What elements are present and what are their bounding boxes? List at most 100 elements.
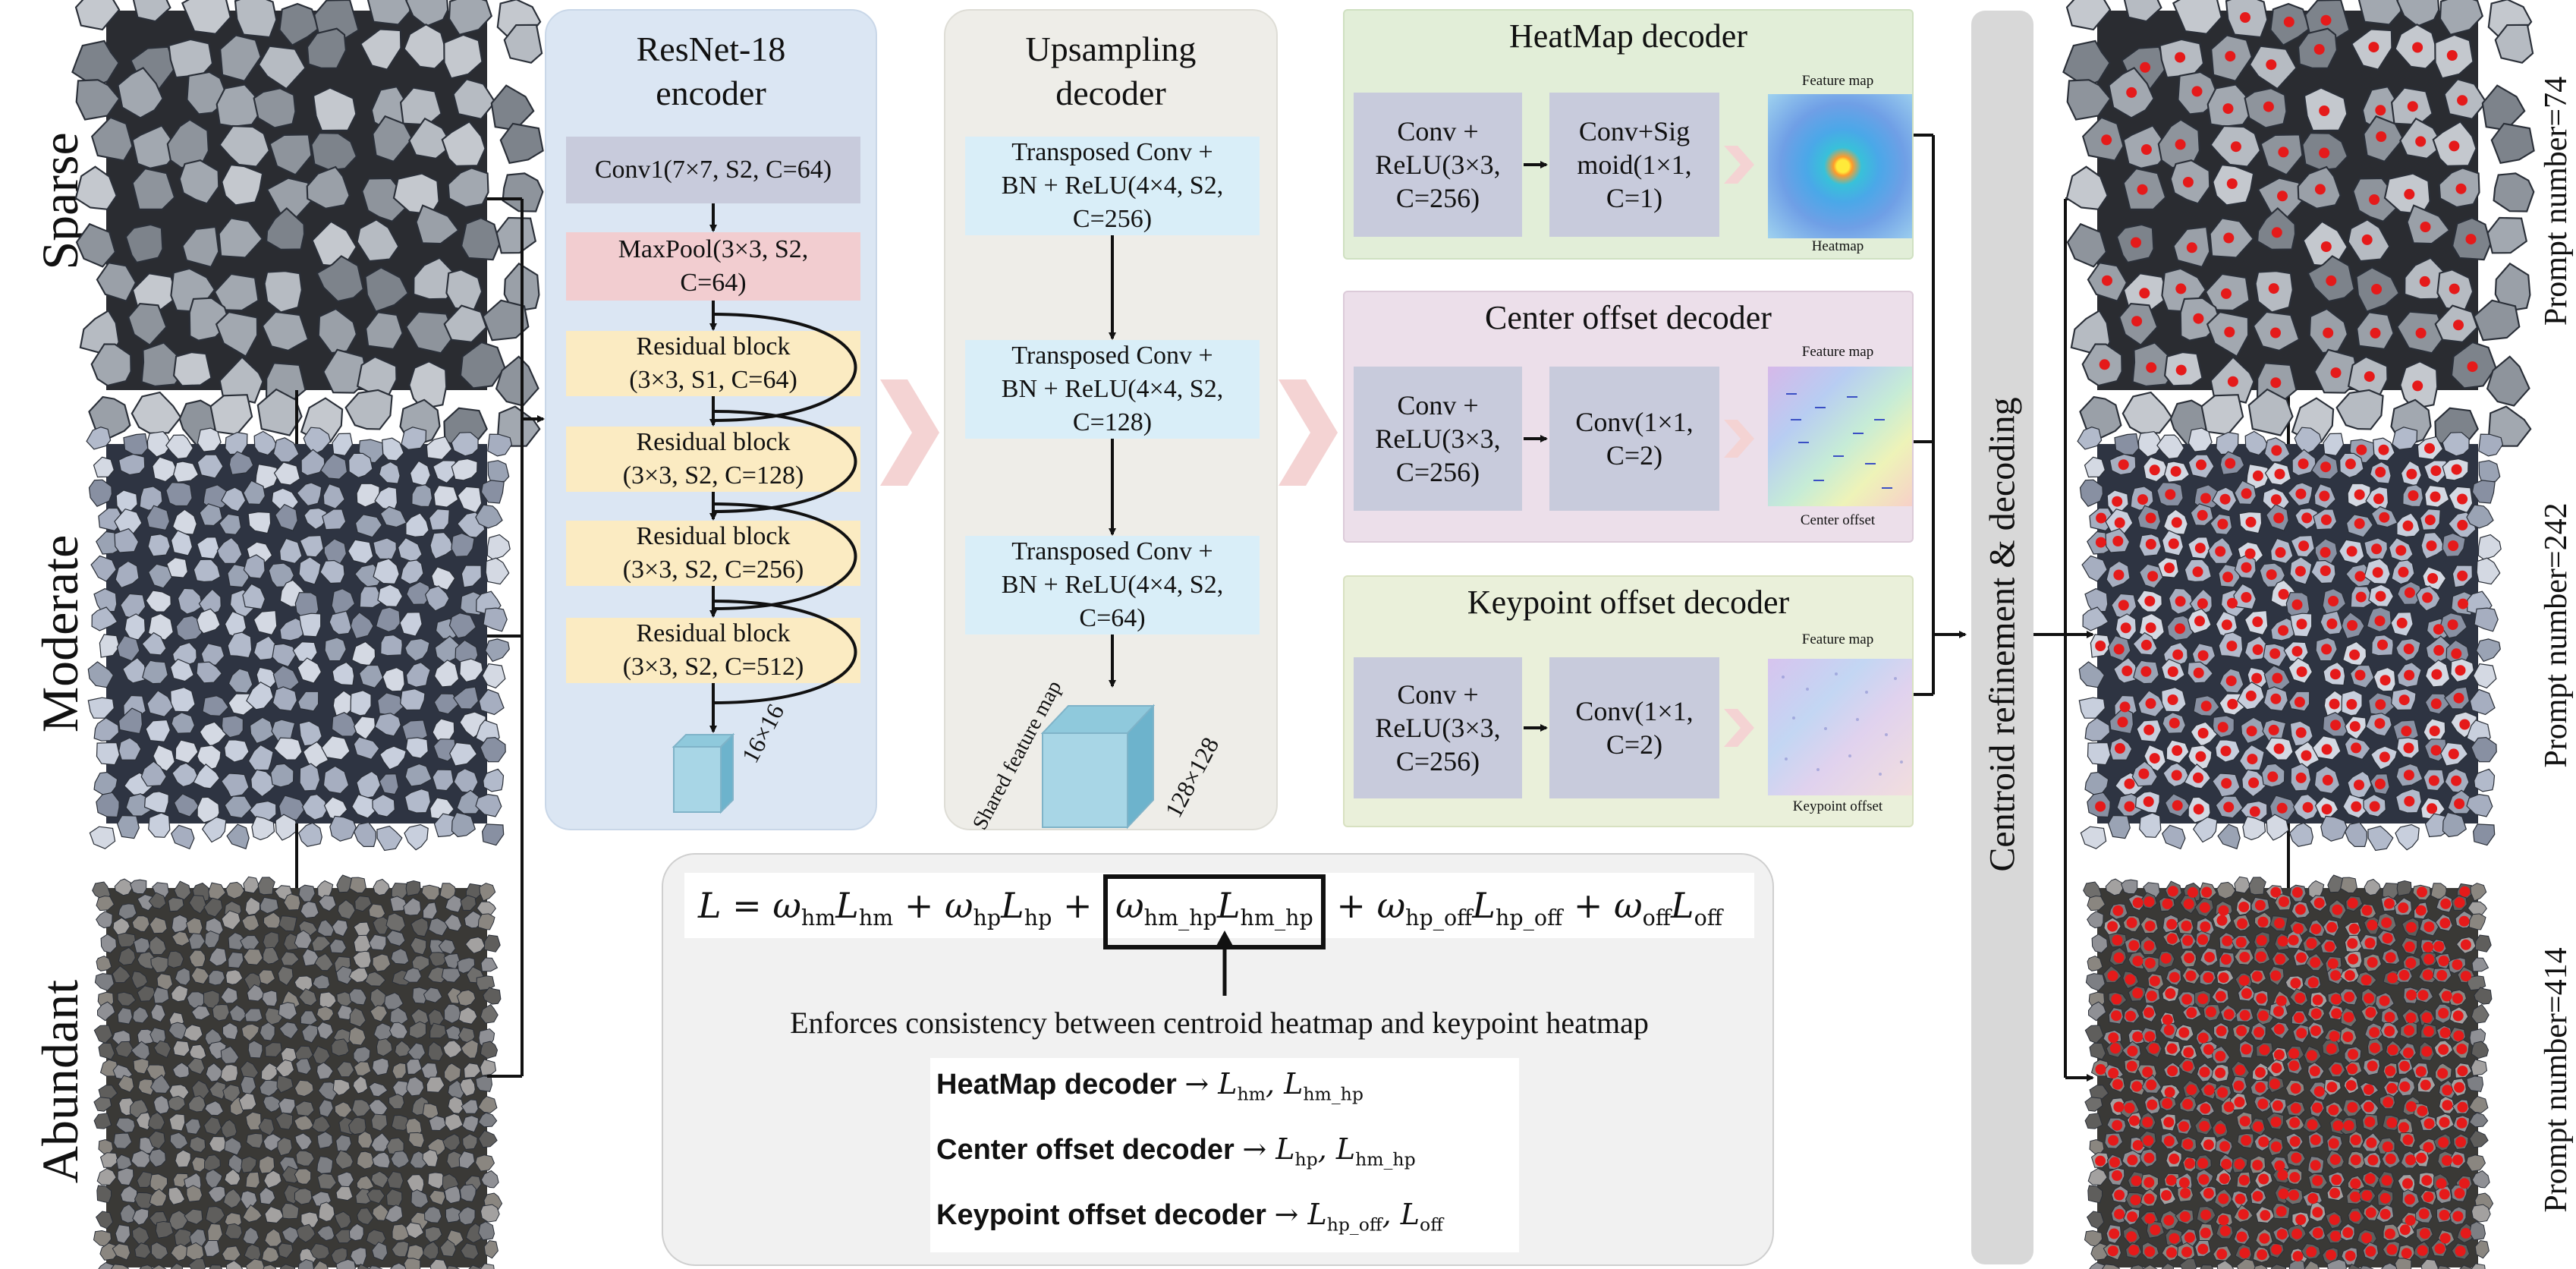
stone xyxy=(170,687,196,713)
stone xyxy=(410,937,427,956)
stone xyxy=(376,825,403,852)
prompt-point xyxy=(2204,952,2215,963)
prompt-point xyxy=(2144,940,2155,952)
stone xyxy=(2121,879,2138,895)
stone xyxy=(2396,0,2440,27)
stone xyxy=(120,1185,137,1204)
stone xyxy=(390,948,410,965)
stone xyxy=(153,1040,171,1059)
stone xyxy=(2087,1185,2103,1204)
heatmap-bottom-caption: Heatmap xyxy=(1811,238,1864,254)
stone xyxy=(319,559,345,584)
stone xyxy=(2294,427,2323,455)
stone xyxy=(2473,299,2521,342)
prompt-point xyxy=(2276,995,2287,1006)
stone xyxy=(148,812,171,838)
stone xyxy=(459,1184,477,1202)
stone xyxy=(220,987,238,1004)
prompt-point xyxy=(2433,941,2445,952)
stone xyxy=(193,559,222,583)
stone xyxy=(203,1116,222,1135)
stone xyxy=(168,1095,186,1112)
stone xyxy=(349,877,366,894)
stone xyxy=(93,717,120,742)
stone xyxy=(2478,460,2501,483)
stone xyxy=(399,611,423,637)
prompt-point xyxy=(2149,753,2160,764)
stone xyxy=(2468,913,2486,930)
prompt-point xyxy=(2395,545,2407,556)
stone xyxy=(275,814,298,841)
prompt-point xyxy=(2219,1225,2231,1236)
prompt-point xyxy=(2239,1009,2250,1021)
prompt-point xyxy=(2197,728,2209,738)
prompt-point xyxy=(2423,1192,2434,1203)
prompt-point xyxy=(2406,468,2417,480)
stone xyxy=(2420,1258,2439,1269)
stone xyxy=(427,966,448,984)
stone xyxy=(2139,812,2162,838)
prompt-point xyxy=(2257,1249,2268,1261)
stone xyxy=(94,973,115,991)
prompt-point xyxy=(2328,596,2339,606)
prompt-point xyxy=(2298,458,2309,470)
stone xyxy=(461,1115,480,1133)
stone xyxy=(351,641,376,666)
stone xyxy=(310,1242,330,1260)
prompt-point xyxy=(2203,1044,2214,1055)
stone xyxy=(322,765,350,795)
prompt-point xyxy=(2182,177,2194,187)
prompt-point xyxy=(2253,1121,2264,1132)
prompt-point xyxy=(2312,1207,2323,1218)
stone xyxy=(2437,1265,2451,1269)
prompt-point xyxy=(2108,1135,2119,1146)
prompt-point xyxy=(2367,1154,2379,1166)
stone xyxy=(247,511,272,534)
prompt-point xyxy=(2270,970,2282,981)
prompt-point xyxy=(2375,699,2386,710)
prompt-point xyxy=(2398,694,2410,706)
center-offset-decoder-title: Center offset decoder xyxy=(1485,299,1772,336)
prompt-point xyxy=(2132,1140,2144,1151)
prompt-point xyxy=(2225,458,2236,469)
prompt-point xyxy=(2178,1121,2190,1132)
prompt-point xyxy=(2200,493,2211,504)
prompt-point xyxy=(2191,86,2203,97)
stone xyxy=(429,531,454,560)
stone xyxy=(173,793,200,817)
prompt-point xyxy=(2347,898,2358,908)
stone xyxy=(95,1211,114,1230)
stone xyxy=(124,223,164,264)
prompt-point xyxy=(2149,464,2160,476)
stone xyxy=(283,893,301,911)
stone xyxy=(2254,1264,2268,1269)
prompt-point xyxy=(2132,1031,2144,1042)
stone xyxy=(278,1002,297,1021)
keypoint-arrows xyxy=(1524,709,1754,747)
prompt-point xyxy=(2197,934,2209,945)
prompt-point xyxy=(2132,897,2144,908)
stone xyxy=(259,896,279,915)
prompt-point xyxy=(2330,720,2342,731)
stone xyxy=(372,1203,391,1221)
prompt-point xyxy=(2417,886,2427,898)
prompt-point xyxy=(2309,1066,2320,1077)
prompt-point xyxy=(2199,1120,2210,1132)
stone xyxy=(449,742,478,767)
stone xyxy=(458,1151,476,1170)
stone xyxy=(172,351,212,387)
stone xyxy=(356,219,400,263)
stone xyxy=(433,659,460,688)
stone xyxy=(2439,0,2484,36)
stone xyxy=(272,437,300,463)
prompt-point xyxy=(2218,1214,2229,1226)
stone xyxy=(297,1258,314,1269)
stone xyxy=(117,1007,133,1025)
prompt-point xyxy=(2197,993,2209,1004)
stone xyxy=(444,1186,461,1204)
prompt-point xyxy=(2175,52,2186,63)
stone xyxy=(2143,1264,2158,1269)
stone xyxy=(96,1185,112,1204)
stone xyxy=(429,952,447,967)
prompt-point xyxy=(2195,751,2206,762)
